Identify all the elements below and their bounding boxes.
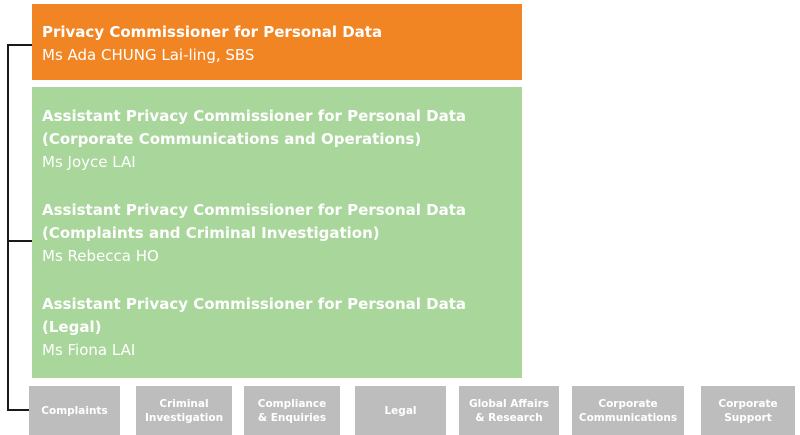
connector-to-departments: [7, 409, 29, 411]
assistant-commissioner: Assistant Privacy Commissioner for Perso…: [42, 105, 522, 174]
department-line2: Support: [724, 411, 772, 424]
connector-to-commissioner: [7, 44, 32, 46]
assistant-title-line2: (Complaints and Criminal Investigation): [42, 224, 380, 242]
department-line1: Compliance: [257, 397, 327, 410]
assistant-commissioner: Assistant Privacy Commissioner for Perso…: [42, 293, 522, 362]
commissioner-name: Ms Ada CHUNG Lai-ling, SBS: [42, 46, 255, 64]
connector-to-assistants: [7, 240, 32, 242]
assistant-title-line1: Assistant Privacy Commissioner for Perso…: [42, 107, 466, 125]
assistant-title-line2: (Corporate Communications and Operations…: [42, 130, 422, 148]
assistant-title-line1: Assistant Privacy Commissioner for Perso…: [42, 295, 466, 313]
department-global-affairs-research: Global Affairs& Research: [459, 386, 559, 435]
assistant-title-line1: Assistant Privacy Commissioner for Perso…: [42, 201, 466, 219]
department-line2: & Research: [475, 411, 543, 424]
department-line1: Legal: [384, 404, 417, 417]
commissioner-title: Privacy Commissioner for Personal Data: [42, 23, 383, 41]
department-legal: Legal: [355, 386, 446, 435]
department-line1: Complaints: [41, 404, 108, 417]
department-line1: Corporate: [598, 397, 658, 410]
department-complaints: Complaints: [29, 386, 120, 435]
commissioner-box: Privacy Commissioner for Personal Data M…: [32, 4, 522, 80]
department-line1: Criminal: [159, 397, 209, 410]
assistant-commissioner: Assistant Privacy Commissioner for Perso…: [42, 199, 522, 268]
assistant-name: Ms Fiona LAI: [42, 341, 136, 359]
department-compliance-enquiries: Compliance& Enquiries: [244, 386, 340, 435]
department-line1: Global Affairs: [468, 397, 550, 410]
department-line2: Communications: [578, 411, 678, 424]
department-line2: & Enquiries: [257, 411, 327, 424]
assistant-commissioners-box: Assistant Privacy Commissioner for Perso…: [32, 87, 522, 378]
assistant-name: Ms Rebecca HO: [42, 247, 159, 265]
assistant-title-line2: (Legal): [42, 318, 102, 336]
connector-vertical: [7, 44, 9, 411]
assistant-name: Ms Joyce LAI: [42, 153, 136, 171]
department-line2: Investigation: [144, 411, 224, 424]
department-line1: Corporate: [718, 397, 778, 410]
